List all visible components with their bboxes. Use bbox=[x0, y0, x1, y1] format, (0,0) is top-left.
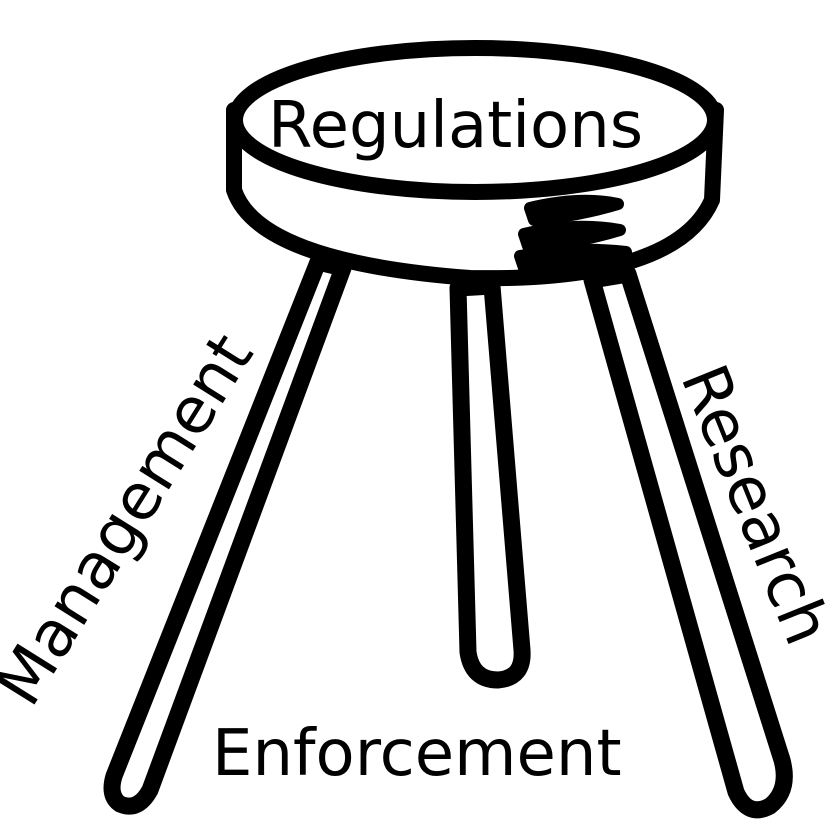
seat-label: Regulations bbox=[268, 94, 643, 158]
bottom-label: Enforcement bbox=[212, 722, 622, 786]
stool-middle-leg bbox=[458, 286, 522, 680]
